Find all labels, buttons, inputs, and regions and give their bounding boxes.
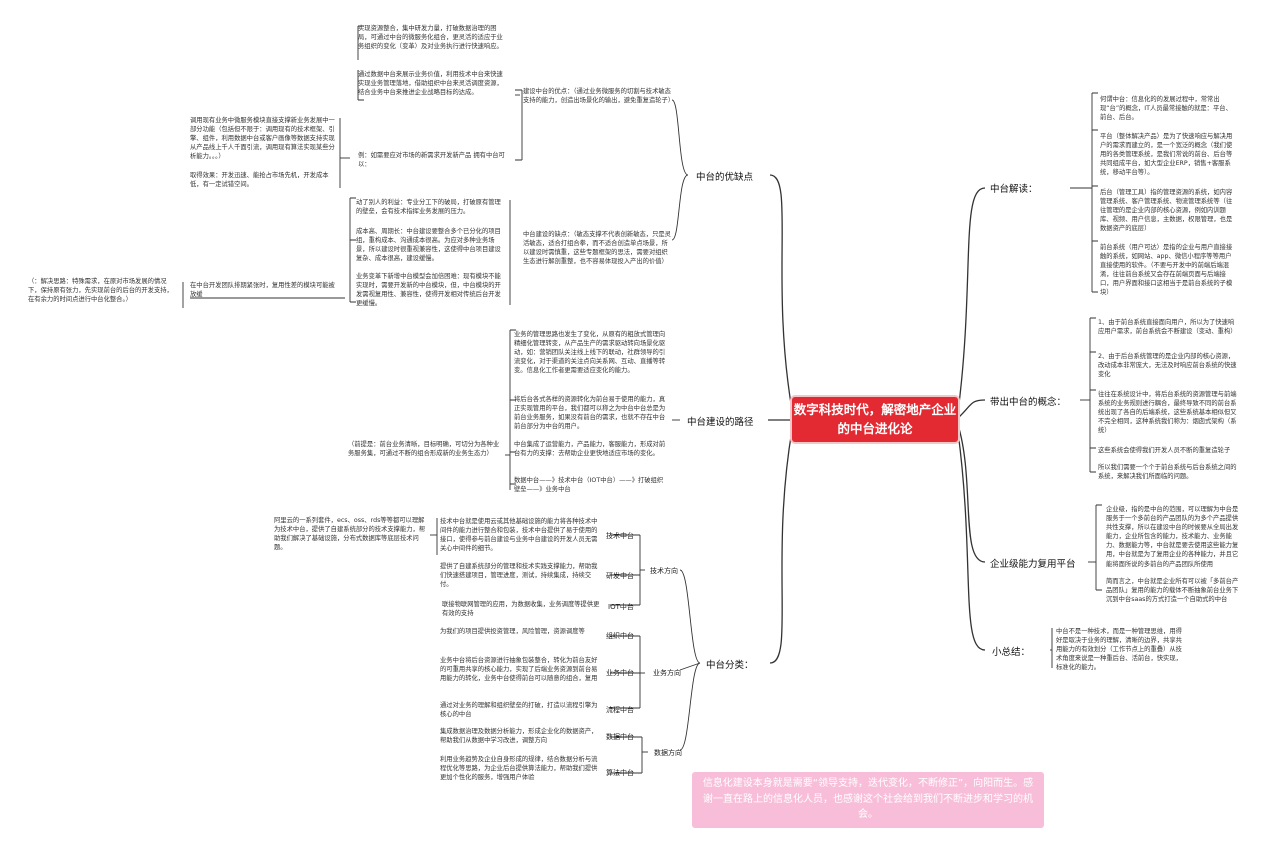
gainian-item-1: 1、由于前台系统直接面向用户，所以为了快速响应用户需求，前台系统会不断建设（变动… — [1098, 319, 1237, 336]
suanfa-zhongtai-label[interactable]: 算法中台 — [606, 769, 634, 777]
jishu-zhongtai-label[interactable]: 技术中台 — [606, 532, 634, 540]
topic-jianshe-lujing[interactable]: 中台建设的路径 — [687, 417, 754, 428]
lujing-item-2: 将后台各式各样的资源转化为前台易于使用的能力，真正实现管用的平台，我们都可以称之… — [514, 396, 666, 431]
gainian-item-4: 这些系统会使得我们开发人员不断的重复造轮子 — [1098, 447, 1231, 454]
quedian-team-label: 在中台开发团队排期紧张时，复用性差的模块可能被放缓 — [190, 282, 335, 299]
suanfa-zhongtai-desc: 利用业务趋势及企业自身形成的规律，结合数据分析与流程优化等思路，为企业后台提供算… — [440, 756, 598, 782]
youdian-item-2: 通过数据中台来展示业务价值，利用技术中台来快速实现业务管理落地，借助组织中台来灵… — [358, 71, 503, 97]
root-topic[interactable]: 数字科技时代，解密地产企业的中台进化论 — [792, 397, 958, 442]
yanfa-zhongtai-desc: 提供了自建系统部分的管理和技术实践支撑能力，帮助我们快速搭建项目，管理进度，测试… — [440, 563, 598, 589]
jiedu-item-4: 前台系统（用户可达）是指的企业与用户直接接触的系统，如网站、app、微信小程序等… — [1100, 244, 1233, 297]
iot-zhongtai-label[interactable]: IOT中台 — [608, 603, 634, 611]
jiedu-item-1: 何谓中台：信息化的的发展过程中，常常出现“台”的概念，IT人员最常接触的就是：平… — [1100, 96, 1232, 122]
yewu-zhongtai-label[interactable]: 业务中台 — [606, 669, 634, 677]
closing-banner-text: 信息化建设本身就是需要“领导支持，迭代变化，不断修正”，向阳而生。感谢一直在路上… — [702, 778, 1034, 820]
yanfa-zhongtai-label[interactable]: 研发中台 — [606, 572, 634, 580]
example-item-2: 取得效果：开发迅速、能抢占市场先机，开发成本低，有一定试错空间。 — [190, 172, 329, 189]
quedian-item-3: 业务变革下新增中台模型会加倍困难：现有模块不能实现时，需要开发新的中台模块，但，… — [356, 273, 501, 308]
yewu-zhongtai-desc: 业务中台将后台资源进行抽象包装整合，转化为前台友好的可重用共享的核心能力，实现了… — [440, 657, 598, 683]
fenlei-jishu-label[interactable]: 技术方向 — [650, 567, 678, 575]
youdian-label: 建设中台的优点：（通过业务微服务的切割与技术敏态支持的能力，创造出场景化的输出，… — [523, 88, 675, 105]
topic-youquedian[interactable]: 中台的优缺点 — [696, 172, 754, 183]
shuju-zhongtai-label[interactable]: 数据中台 — [606, 733, 634, 741]
jishu-zhongtai-desc: 技术中台就是使用云或其他基础设施的能力将各种技术中间件的能力进行整合和包装，技术… — [440, 518, 598, 553]
shuju-zhongtai-desc: 集成数据治理及数据分析能力，形成企业化的数据资产，帮助我们从数据中学习改进，调整… — [440, 728, 598, 745]
root-title: 数字科技时代，解密地产企业的中台进化论 — [793, 402, 957, 436]
lujing-item-3: 中台集成了运营能力，产品能力，客服能力，形成对前台有力的支撑：去帮助企业更快地适… — [514, 441, 666, 458]
liucheng-zhongtai-desc: 通过对业务的理解和组织壁垒的打破，打造以流程引擎为核心的中台 — [440, 702, 598, 719]
quedian-label: 中台建设的缺点：（敏态支撑不代表创新敏态，只是灵活敏态，适合打组合拳，而不适合创… — [523, 231, 671, 266]
liucheng-zhongtai-label[interactable]: 流程中台 — [606, 706, 634, 714]
zuzhi-zhongtai-desc: 为我们的项目提供投资管理，风险管理，资源调度等 — [440, 628, 585, 635]
quedian-item-2: 成本高、周期长：中台建设要整合多个已分化的项目组，重构成本、沟通成本很高。为应对… — [356, 228, 501, 263]
fenlei-shuju-label[interactable]: 数据方向 — [654, 749, 682, 757]
example-item-1: 调用现有业务中微服务模块直接支撑新业务发展中一部分功能（包括但不限于：调用现有的… — [190, 117, 335, 161]
topic-zhongtai-jiedu[interactable]: 中台解读： — [990, 184, 1038, 195]
topic-zhongtai-gainian[interactable]: 带出中台的概念： — [990, 397, 1067, 408]
jiedu-item-3: 后台（管理工具）指的管理资源的系统，如内容管理系统、客户管理系统、物流管理系统等… — [1100, 189, 1233, 233]
youdian-item-1: 实现资源整合，集中研发力量，打破数据治理的困局，可通过中台的微服务化组合，更灵活… — [358, 25, 503, 51]
fuyong-item-2: 简而言之，中台就是企业所有可以被「多前台产品团队」复用的能力的载体不断抽象前台业… — [1106, 578, 1239, 604]
gainian-item-2: 2、由于后台系统管理的是企业内部的核心资源，改动成本非常庞大，无法及时响应前台系… — [1098, 353, 1237, 379]
topic-nengli-fuyong[interactable]: 企业级能力复用平台 — [990, 559, 1076, 570]
jishu-note: 阿里云的一系列套件，ecs、oss、rds等等都可以理解为技术中台，提供了自建系… — [274, 517, 426, 552]
lujing-note: （前提是：前台业务清晰，目标明确，可切分为各种业务服务集，可通过不断的组合形成新… — [348, 441, 500, 458]
gainian-item-5: 所以我们需要一个个于前台系统与后台系统之间的系统，来解决我们所面临的问题。 — [1098, 464, 1237, 481]
fenlei-yewu-label[interactable]: 业务方向 — [653, 669, 681, 677]
quedian-item-1: 动了别人的利益：专业分工下的破局，打破原有管理的壁垒，会有技术指挥业务发展的压力… — [356, 199, 501, 216]
lujing-item-1: 业务的管理思路也发生了变化，从原有的粗放式管理向精细化管理转变，从产品生产的需求… — [514, 331, 666, 375]
fuyong-item-1: 企业级，指的是中台的范围，可以理解为中台是服务于一个多前台的产品团队的为多个产品… — [1106, 506, 1239, 568]
jiedu-item-2: 平台（整体解决产品）是为了快速响应与解决用户的需求而建立的，是一个宽泛的概念（我… — [1100, 133, 1233, 177]
closing-banner: 信息化建设本身就是需要“领导支持，迭代变化，不断修正”，向阳而生。感谢一直在路上… — [692, 772, 1044, 828]
quedian-team-note: （：解决思路：特殊需求，在原对市场发展的情况下，保持原有张力，先实现前台的后台的… — [28, 278, 173, 304]
lujing-item-4: 数据中台——》技术中台（IOT中台）——》打破组织壁垒——》业务中台 — [514, 477, 664, 494]
youdian-example-label: 例：如需要应对市场的新需求开发新产品 拥有中台可以： — [358, 152, 505, 169]
topic-zhongtai-fenlei[interactable]: 中台分类： — [706, 660, 754, 671]
topic-xiao-zongjie[interactable]: 小总结： — [992, 647, 1031, 658]
zongjie-item-1: 中台不是一种技术，而是一种管理思维，用得好是取决于业务的理解，清晰的边界，共享共… — [1056, 628, 1182, 672]
zuzhi-zhongtai-label[interactable]: 组织中台 — [606, 632, 634, 640]
gainian-item-3: 往往在系统设计中，将后台系统的资源管理与前端系统的业务规则进行耦合，最终导致不同… — [1098, 391, 1237, 435]
iot-zhongtai-desc: 联接物联网管理的应用，为数据收集，业务调度等提供更有效的支持 — [442, 601, 600, 618]
